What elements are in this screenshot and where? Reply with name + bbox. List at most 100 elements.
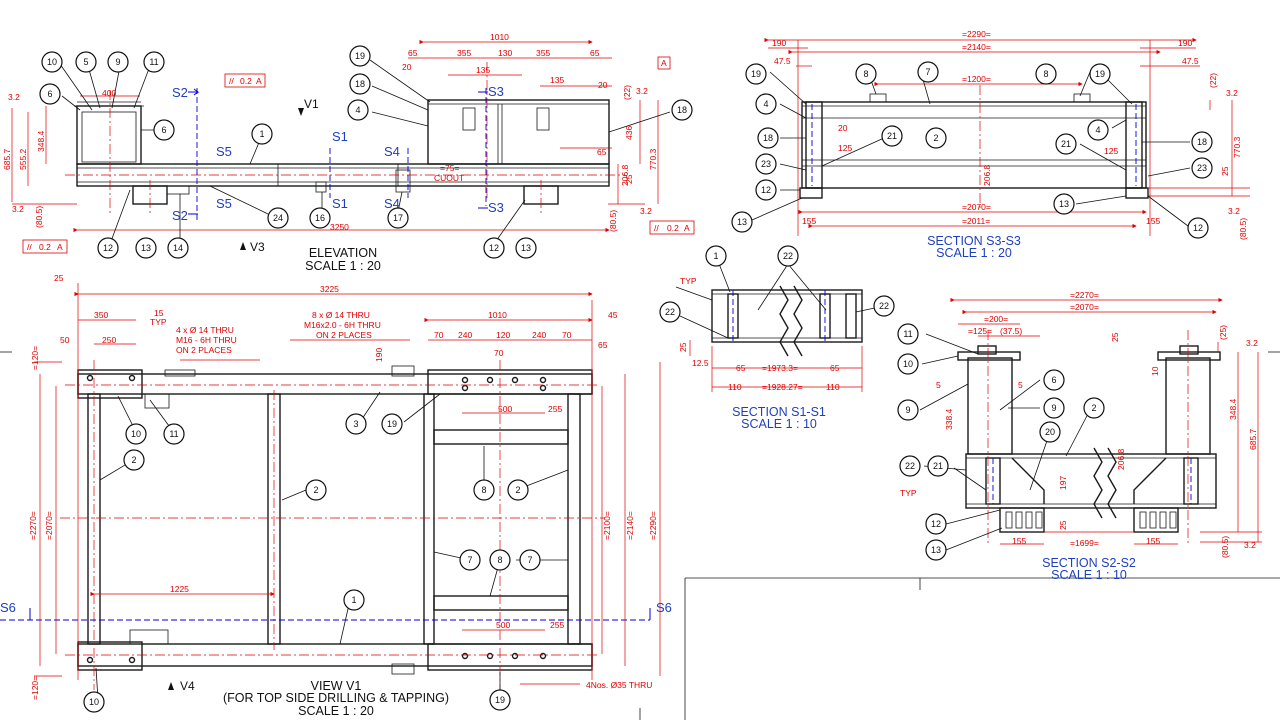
s3-marker: S3 <box>488 200 504 215</box>
balloon-circle <box>489 689 511 711</box>
v4-marker: V4 <box>180 679 195 693</box>
hole-note: M16x2.0 - 6H THRU <box>304 320 381 330</box>
balloon-circle <box>97 237 119 259</box>
dim: 5 <box>1018 380 1023 390</box>
balloon-number: 19 <box>355 51 365 61</box>
typ-note: TYP <box>900 488 917 498</box>
balloon-circle <box>1191 131 1213 153</box>
dim: =2270= <box>28 511 38 540</box>
dim: 10 <box>1150 366 1160 376</box>
dim: 20 <box>838 123 848 133</box>
hole-note: 8 x Ø 14 THRU <box>312 310 370 320</box>
balloon-circle <box>1187 217 1209 239</box>
s2-scale: SCALE 1 : 10 <box>1051 568 1127 582</box>
roughness: 3.2 <box>636 86 648 96</box>
balloon-number: 2 <box>515 485 520 495</box>
dim: 20 <box>598 80 608 90</box>
dim: 350 <box>94 310 108 320</box>
dim: =1973.3= <box>762 363 798 373</box>
item-balloon: 21 <box>881 125 903 147</box>
view-titles: ELEVATION SCALE 1 : 20 SECTION S3-S3 SCA… <box>223 234 1136 718</box>
hole-note: ON 2 PLACES <box>316 330 372 340</box>
dim: 65 <box>590 48 600 58</box>
dim: 190 <box>1178 38 1192 48</box>
balloon-circle <box>777 245 799 267</box>
balloon-circle <box>515 237 537 259</box>
balloon-circle <box>917 61 939 83</box>
balloon-number: 18 <box>763 133 773 143</box>
dim: (80.5) <box>34 206 44 228</box>
balloon-circle <box>143 51 165 73</box>
elevation-title: ELEVATION <box>309 246 377 260</box>
balloon-circle <box>705 245 727 267</box>
dim: 45 <box>608 310 618 320</box>
v1-marker: V1 <box>304 97 319 111</box>
dim: (37.5) <box>1000 326 1022 336</box>
dim: 240 <box>532 330 546 340</box>
balloon-circle <box>659 301 681 323</box>
dim: 110 <box>728 382 742 392</box>
dim: 25 <box>1110 332 1120 342</box>
section-arrow-icon <box>188 88 200 96</box>
dim: =125= <box>968 326 992 336</box>
balloon-number: 9 <box>1051 403 1056 413</box>
balloon-circle <box>855 63 877 85</box>
s1-marker: S1 <box>332 196 348 211</box>
balloon-number: 7 <box>925 67 930 77</box>
dim: 348.4 <box>1228 398 1238 420</box>
balloon-number: 20 <box>1045 427 1055 437</box>
balloon-circle <box>881 125 903 147</box>
balloon-number: 12 <box>489 243 499 253</box>
tol-datum: A <box>256 76 262 86</box>
dim: 555.2 <box>18 148 28 170</box>
item-balloon: 3 <box>345 413 367 435</box>
balloon-circle <box>755 93 777 115</box>
dim: 206.8 <box>620 164 630 186</box>
roughness: 3.2 <box>1244 540 1256 550</box>
s2-bolts <box>1005 511 1177 529</box>
balloon-number: 2 <box>933 133 938 143</box>
item-balloon: 22 <box>777 245 799 267</box>
balloon-number: 18 <box>355 79 365 89</box>
dim: 206.8 <box>1116 448 1126 470</box>
s2-marker: S2 <box>172 85 188 100</box>
balloon-number: 19 <box>387 419 397 429</box>
dim: 338.4 <box>944 408 954 430</box>
dim: 1010 <box>488 310 507 320</box>
balloon-number: 22 <box>665 307 675 317</box>
item-balloon: 7 <box>917 61 939 83</box>
datum-label: A <box>661 58 667 68</box>
section-s2-view <box>950 297 1262 545</box>
dim: 500 <box>498 404 512 414</box>
dim: 125 <box>1104 146 1118 156</box>
item-balloon: 6 <box>1043 369 1065 391</box>
balloon-number: 11 <box>149 57 158 67</box>
balloon-number: 13 <box>737 217 747 227</box>
balloon-circle <box>745 63 767 85</box>
item-balloon: 14 <box>167 237 189 259</box>
dim: 25 <box>54 273 64 283</box>
balloon-circle <box>349 73 371 95</box>
arrow-down-icon <box>298 108 304 116</box>
s1-marker: S1 <box>332 129 348 144</box>
tol-value: 0.2 <box>667 223 679 233</box>
s5-marker: S5 <box>216 196 232 211</box>
dim: 155 <box>1146 216 1160 226</box>
item-balloon: 7 <box>519 549 541 571</box>
elevation-view <box>11 39 695 254</box>
balloon-number: 19 <box>1095 69 1105 79</box>
v3-marker: V3 <box>250 240 265 254</box>
dim: =2270= <box>1070 290 1099 300</box>
balloon-number: 10 <box>89 697 99 707</box>
dim: 190 <box>374 348 384 362</box>
balloon-circle <box>305 479 327 501</box>
item-balloon: 13 <box>1053 193 1075 215</box>
balloon-number: 9 <box>905 405 910 415</box>
item-balloon: 19 <box>489 689 511 711</box>
s5-marker: S5 <box>216 144 232 159</box>
item-balloon: 23 <box>1191 157 1213 179</box>
item-balloon: 21 <box>927 455 949 477</box>
balloon-number: 5 <box>83 57 88 67</box>
dim: =120= <box>30 676 40 700</box>
balloon-number: 1 <box>713 251 718 261</box>
